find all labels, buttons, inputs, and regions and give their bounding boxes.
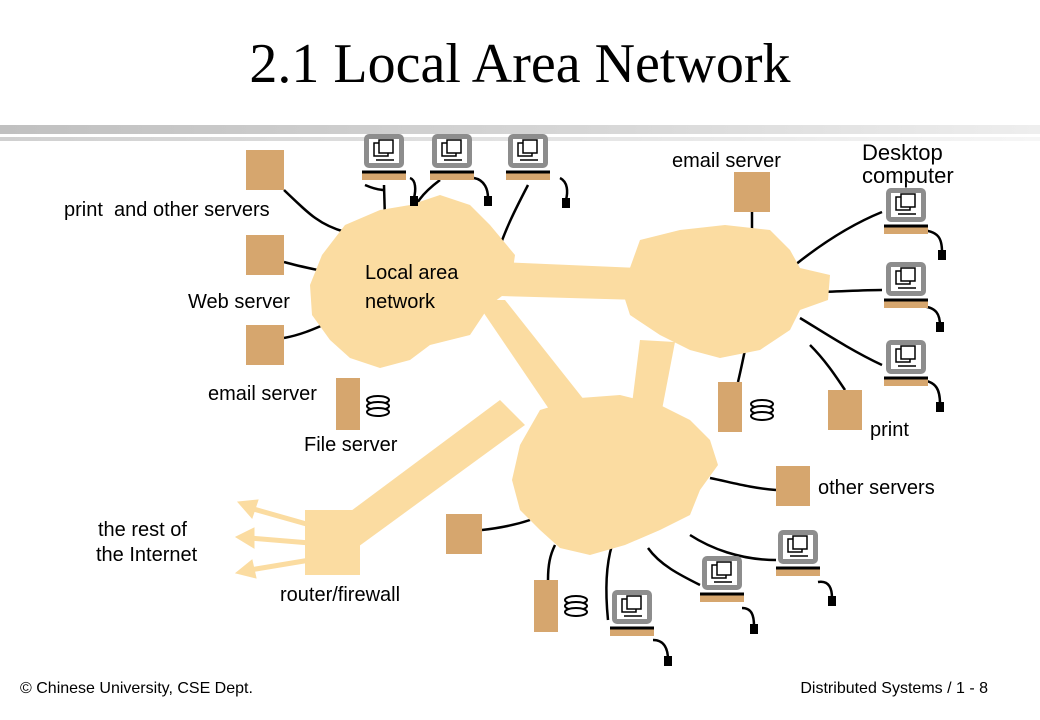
- server-box-icon: [246, 235, 284, 275]
- label-print-and-other-servers: print and other servers: [64, 199, 270, 221]
- slide-title: 2.1 Local Area Network: [249, 33, 791, 95]
- servers: [246, 150, 862, 632]
- internet-arrows: [234, 499, 311, 579]
- desktop-computer-icon: [882, 338, 930, 388]
- server-box-icon: [246, 325, 284, 365]
- server-box-icon: [305, 510, 360, 575]
- footer-institution: Chinese University, CSE Dept.: [36, 680, 253, 697]
- desktop-computer-icon: [428, 132, 476, 182]
- label-local-area-line1: Local area: [365, 262, 459, 284]
- label-rest-line1: the rest of: [98, 519, 187, 541]
- title-rule-thick: [0, 125, 1040, 134]
- desktop-computer-icon: [504, 132, 552, 182]
- arrow-icon: [249, 505, 311, 528]
- label-other-servers: other servers: [818, 477, 935, 499]
- label-desktop-line2: computer: [862, 163, 954, 188]
- desktop-computer-icon: [698, 554, 746, 604]
- server-box-icon: [246, 150, 284, 190]
- desktop-computer-icon: [360, 132, 408, 182]
- label-print: print: [870, 419, 909, 441]
- label-router-firewall: router/firewall: [280, 584, 400, 606]
- server-box-icon: [534, 580, 558, 632]
- cable-plugs: [410, 196, 946, 666]
- server-box-icon: [718, 382, 742, 432]
- footer-right: Distributed Systems / 1 - 8: [800, 680, 988, 697]
- server-box-icon: [828, 390, 862, 430]
- server-box-icon: [446, 514, 482, 554]
- label-file-server: File server: [304, 434, 398, 456]
- server-box-icon: [734, 172, 770, 212]
- copyright-symbol: ©: [20, 680, 32, 697]
- arrow-icon: [249, 535, 311, 546]
- disk-stack-icon: [564, 595, 588, 617]
- server-box-icon: [776, 466, 810, 506]
- label-email-server-left: email server: [208, 383, 317, 405]
- label-local-area-line2: network: [365, 291, 436, 313]
- label-desktop-line1: Desktop: [862, 140, 943, 165]
- disk-stack-icon: [366, 395, 390, 417]
- network-cloud: [305, 195, 830, 575]
- arrow-icon: [249, 557, 311, 573]
- label-rest-line2: the Internet: [96, 544, 198, 566]
- diagram-labels: print and other servers Web server email…: [64, 140, 954, 606]
- server-box-icon: [336, 378, 360, 430]
- label-web-server: Web server: [188, 291, 290, 313]
- desktop-computer-icon: [774, 528, 822, 578]
- desktop-computer-icon: [608, 588, 656, 638]
- desktop-computer-icon: [882, 260, 930, 310]
- label-email-server-top: email server: [672, 150, 781, 172]
- footer-left: © Chinese University, CSE Dept.: [20, 680, 253, 698]
- desktop-computer-icon: [882, 186, 930, 236]
- disk-stack-icon: [750, 399, 774, 421]
